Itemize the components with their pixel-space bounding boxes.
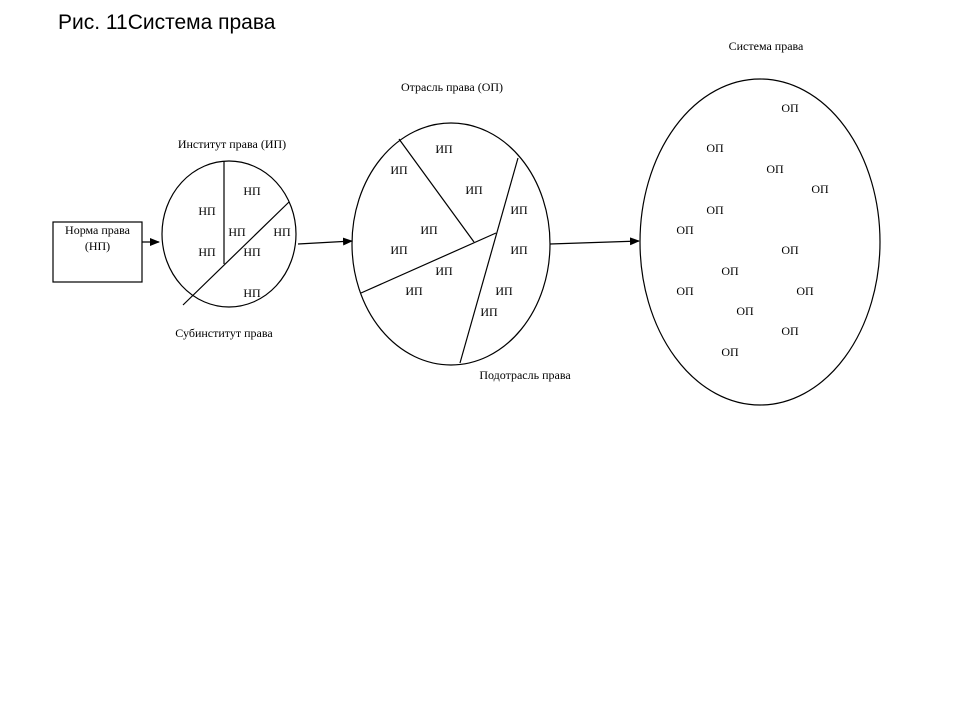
- arrow-branch-to-system: [549, 237, 640, 246]
- norm-box: [52, 221, 143, 283]
- institute-divider-diagonal: [182, 201, 290, 306]
- system-caption: Система права: [729, 39, 804, 53]
- system-cell: ОП: [811, 182, 829, 196]
- branch-cell: ИП: [405, 284, 423, 298]
- institute-cell: НП: [243, 184, 261, 198]
- system-cell: ОП: [781, 243, 799, 257]
- page-title: Рис. 11Система права: [58, 11, 276, 34]
- institute-caption: Институт права (ИП): [178, 137, 286, 151]
- institute-cell: НП: [273, 225, 291, 239]
- branch-cell: ИП: [465, 183, 483, 197]
- branch-cell: ИП: [510, 203, 528, 217]
- system-cell: ОП: [781, 101, 799, 115]
- branch-sub-caption: Подотрасль права: [479, 368, 571, 382]
- branch-divider-right: [459, 157, 519, 364]
- system-ellipse: [639, 78, 881, 406]
- branch-cell: ИП: [390, 243, 408, 257]
- system-cell: ОП: [781, 324, 799, 338]
- arrow-institute-to-branch: [297, 237, 353, 246]
- branch-cell: ИП: [510, 243, 528, 257]
- institute-cell: НП: [243, 245, 261, 259]
- institute-cell: НП: [243, 286, 261, 300]
- branch-cell: ИП: [390, 163, 408, 177]
- branch-cell: ИП: [495, 284, 513, 298]
- system-cell: ОП: [706, 141, 724, 155]
- system-cell: ОП: [721, 345, 739, 359]
- branch-ellipse: [351, 122, 551, 366]
- institute-sub-caption: Субинститут права: [175, 326, 273, 340]
- system-cell: ОП: [766, 162, 784, 176]
- system-cell: ОП: [706, 203, 724, 217]
- institute-ellipse: [161, 160, 297, 308]
- system-cell: ОП: [721, 264, 739, 278]
- institute-cell: НП: [198, 245, 216, 259]
- system-cell: ОП: [736, 304, 754, 318]
- norm-label-line1: Норма права: [65, 223, 131, 237]
- system-cell: ОП: [796, 284, 814, 298]
- branch-divider-middle: [360, 232, 497, 294]
- branch-cell: ИП: [435, 264, 453, 278]
- institute-cell: НП: [198, 204, 216, 218]
- branch-cell: ИП: [435, 142, 453, 156]
- branch-cell: ИП: [420, 223, 438, 237]
- branch-cell: ИП: [480, 305, 498, 319]
- system-cell: ОП: [676, 223, 694, 237]
- branch-caption: Отрасль права (ОП): [401, 80, 503, 94]
- institute-cell: НП: [228, 225, 246, 239]
- norm-label-line2: (НП): [85, 239, 110, 253]
- branch-divider-upper: [398, 138, 475, 243]
- system-cell: ОП: [676, 284, 694, 298]
